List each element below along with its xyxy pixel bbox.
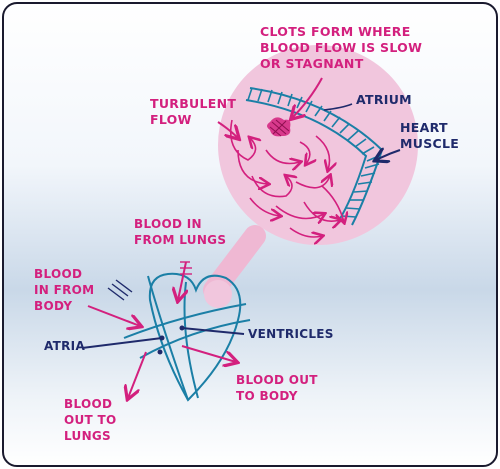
turbulent-label: TURBULENT FLOW [150,96,241,127]
blood-out-body-label: BLOOD OUT TO BODY [236,373,322,403]
heart-icon [123,272,251,402]
clot-icon [267,117,291,137]
ventricles-pointer [181,327,245,335]
heart-muscle-label: HEART MUSCLE [400,120,459,151]
atrium-wall [245,87,384,226]
blood-out-lungs-label: BLOOD OUT TO LUNGS [64,397,121,443]
arrow-out-body [181,345,236,362]
zoom-origin [204,280,232,308]
blood-in-lungs-label: BLOOD IN FROM LUNGS [134,217,226,247]
turbulent-flow [229,119,344,237]
atrium-label: ATRIUM [356,92,412,107]
turbulent-pointer [217,121,238,138]
zoom-circle [218,45,418,245]
clot-pointer-arrow [292,77,323,118]
atria-pointer [81,337,163,349]
arrow-in-body [87,305,140,326]
clots-label: CLOTS FORM WHERE BLOOD FLOW IS SLOW OR S… [260,24,427,71]
heart-muscle-pointer [376,150,401,160]
blood-in-body-label: BLOOD IN FROM BODY [34,267,99,313]
atria-label: ATRIA [44,339,85,353]
atrium-pointer [323,103,353,111]
arrow-out-lungs [128,351,147,398]
ventricles-label: VENTRICLES [248,327,334,341]
